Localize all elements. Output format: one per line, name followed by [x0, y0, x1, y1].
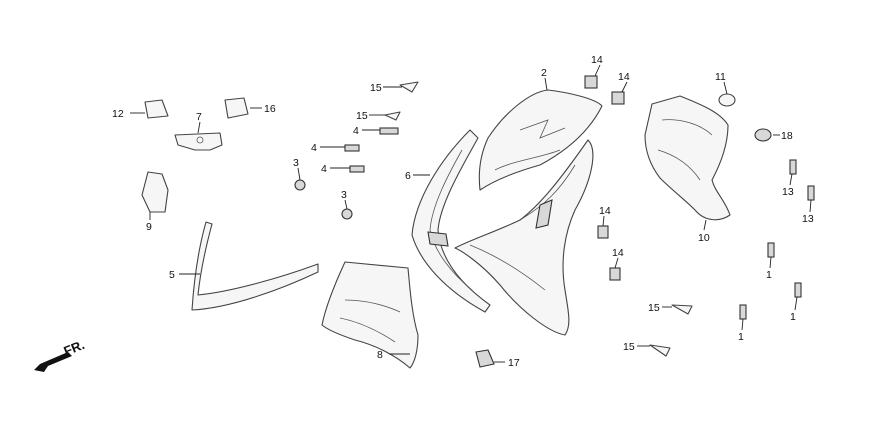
part-5-side-strip — [191, 221, 319, 311]
part-16-bracket — [224, 97, 249, 119]
callout-3: 3 — [293, 157, 299, 169]
part-6-left-front-panel — [411, 129, 491, 313]
part-14-clips — [584, 75, 625, 281]
callout-3: 3 — [341, 189, 347, 201]
callout-14: 14 — [591, 54, 603, 66]
part-11-grommet — [718, 93, 736, 107]
callout-15: 15 — [370, 82, 382, 94]
arrow-left-icon — [34, 352, 72, 372]
leader-lines — [130, 64, 812, 363]
callout-2: 2 — [541, 67, 547, 79]
callout-15: 15 — [623, 341, 635, 353]
part-2-front-top-cover — [478, 89, 603, 191]
callout-5: 5 — [169, 269, 175, 281]
direction-label: FR. — [62, 337, 87, 359]
part-10-inner-cover — [644, 95, 731, 221]
callout-13: 13 — [782, 186, 794, 198]
callout-4: 4 — [311, 142, 317, 154]
callout-14: 14 — [612, 247, 624, 259]
front-direction-indicator: FR. — [34, 337, 87, 372]
callout-9: 9 — [146, 221, 152, 233]
callout-14: 14 — [618, 71, 630, 83]
callout-4: 4 — [353, 125, 359, 137]
callout-12: 12 — [112, 108, 124, 120]
callout-10: 10 — [698, 232, 710, 244]
callout-8: 8 — [377, 349, 383, 361]
callout-14: 14 — [599, 205, 611, 217]
part-15-clips — [384, 81, 693, 357]
part-18-grommet — [754, 128, 772, 142]
part-9-bracket — [141, 171, 169, 213]
callout-18: 18 — [781, 130, 793, 142]
callout-13: 13 — [802, 213, 814, 225]
callout-1: 1 — [766, 269, 772, 281]
part-12-bracket — [144, 99, 169, 119]
part-8-inner-lower-panel — [321, 261, 419, 369]
part-7-bracket — [174, 132, 223, 151]
callout-17: 17 — [508, 357, 520, 369]
callout-15: 15 — [356, 110, 368, 122]
callout-6: 6 — [405, 170, 411, 182]
part-17-clip — [475, 349, 495, 368]
callout-labels: 15 15 4 4 4 3 3 6 2 14 14 11 18 12 16 7 … — [112, 54, 814, 369]
callout-1: 1 — [790, 311, 796, 323]
callout-1: 1 — [738, 331, 744, 343]
callout-16: 16 — [264, 103, 276, 115]
callout-15: 15 — [648, 302, 660, 314]
part-front-shield — [454, 139, 594, 336]
callout-11: 11 — [715, 71, 726, 83]
callout-7: 7 — [196, 111, 202, 123]
callout-4: 4 — [321, 163, 327, 175]
